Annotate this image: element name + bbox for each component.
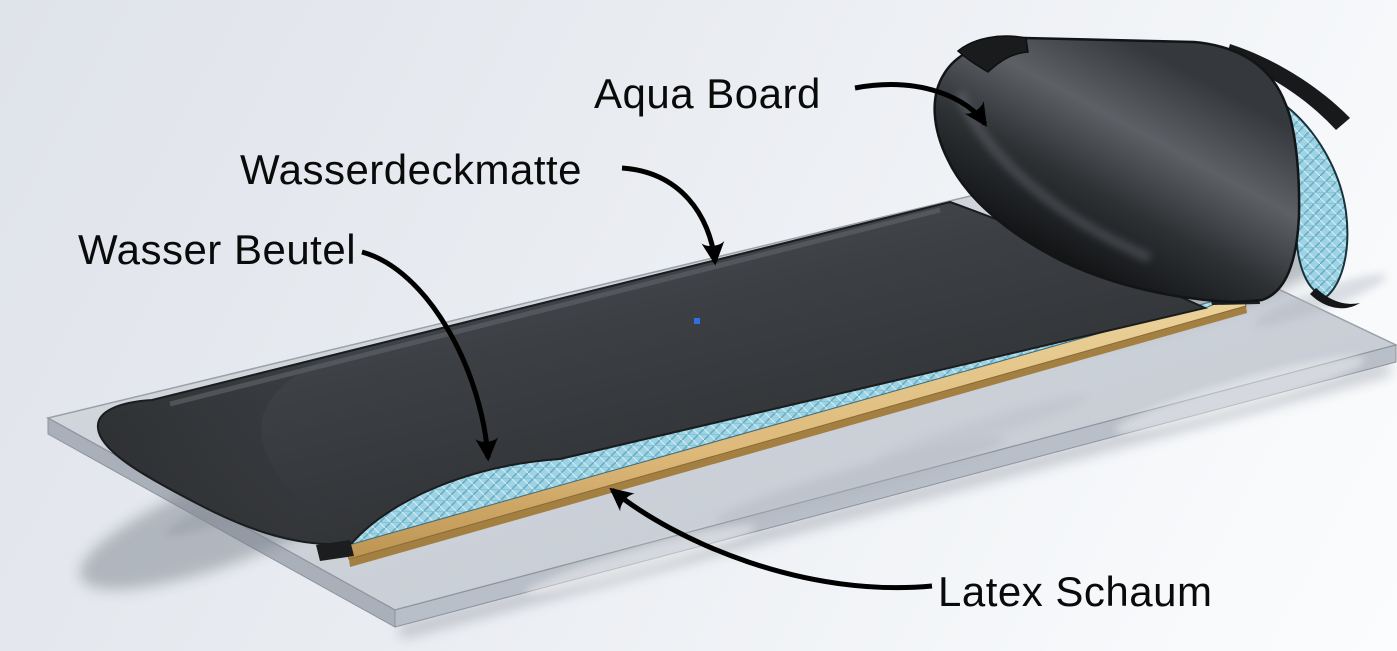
aqua-board-body <box>933 36 1301 304</box>
label-wasser-beutel: Wasser Beutel <box>78 226 357 273</box>
water-cover-mat <box>96 200 1209 546</box>
water-cover-mat-top <box>96 200 1209 546</box>
arrow-wasserdeckmatte <box>621 165 725 266</box>
label-wasserdeckmatte: Wasserdeckmatte <box>240 146 583 193</box>
water-cover-mat-sheen <box>169 207 941 407</box>
latex-foam-front-face <box>349 306 1247 567</box>
label-aqua-board: Aqua Board <box>594 70 821 117</box>
arrow-aqua-board <box>854 82 988 127</box>
aqua-board-lip <box>956 35 1029 73</box>
aqua-board-cap-bottom-curl <box>1310 288 1360 309</box>
vertex-marker <box>694 318 700 324</box>
arrow-wasser-beutel <box>361 249 499 462</box>
label-latex-schaum: Latex Schaum <box>938 568 1213 615</box>
foam-end-tab-left <box>316 540 354 561</box>
annotation-arrows <box>361 82 988 591</box>
aqua-board-roll <box>933 35 1360 309</box>
arrow-latex-schaum <box>609 487 933 591</box>
water-cover-mat-left-shading <box>97 356 352 545</box>
